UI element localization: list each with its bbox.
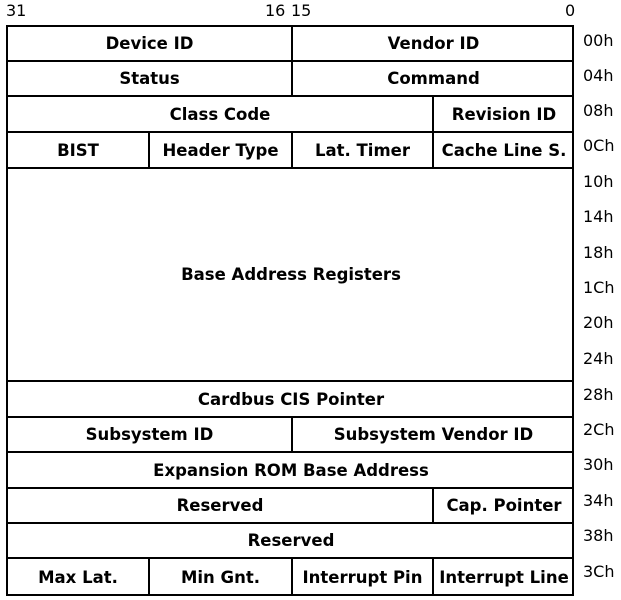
field-min-gnt: Min Gnt. <box>148 557 291 596</box>
field-reserved-38h: Reserved <box>6 522 574 557</box>
offset-label: 18h <box>583 243 614 262</box>
offset-label: 14h <box>583 207 614 226</box>
field-header-type: Header Type <box>148 131 291 167</box>
offset-label: 1Ch <box>583 278 615 297</box>
bit-31-label: 31 <box>6 1 27 20</box>
field-interrupt-line: Interrupt Line <box>432 557 574 596</box>
offset-label: 20h <box>583 313 614 332</box>
offset-label: 38h <box>583 526 614 545</box>
offset-label: 30h <box>583 455 614 474</box>
register-grid: Device ID Vendor ID Status Command Class… <box>6 25 574 596</box>
field-command: Command <box>291 60 574 95</box>
offset-label: 08h <box>583 101 614 120</box>
field-class-code: Class Code <box>6 95 432 131</box>
offset-label: 2Ch <box>583 420 615 439</box>
field-subsystem-id: Subsystem ID <box>6 416 291 451</box>
field-revision-id: Revision ID <box>432 95 574 131</box>
bit-15-label: 15 <box>291 1 312 20</box>
field-cardbus-cis-pointer: Cardbus CIS Pointer <box>6 380 574 416</box>
field-cache-line-size: Cache Line S. <box>432 131 574 167</box>
offset-label: 0Ch <box>583 136 615 155</box>
field-cap-pointer: Cap. Pointer <box>432 487 574 522</box>
field-subsystem-vendor-id: Subsystem Vendor ID <box>291 416 574 451</box>
offset-label: 28h <box>583 385 614 404</box>
offset-label: 3Ch <box>583 562 615 581</box>
field-expansion-rom-base-address: Expansion ROM Base Address <box>6 451 574 487</box>
field-base-address-registers: Base Address Registers <box>6 167 574 380</box>
field-bist: BIST <box>6 131 148 167</box>
field-status: Status <box>6 60 291 95</box>
offset-label: 24h <box>583 349 614 368</box>
offset-label: 34h <box>583 491 614 510</box>
field-device-id: Device ID <box>6 25 291 60</box>
field-vendor-id: Vendor ID <box>291 25 574 60</box>
bit-0-label: 0 <box>565 1 576 20</box>
bit-16-label: 16 <box>265 1 286 20</box>
field-reserved-34h: Reserved <box>6 487 432 522</box>
field-max-lat: Max Lat. <box>6 557 148 596</box>
offset-label: 10h <box>583 172 614 191</box>
offset-label: 00h <box>583 31 614 50</box>
field-interrupt-pin: Interrupt Pin <box>291 557 432 596</box>
offset-label: 04h <box>583 66 614 85</box>
field-lat-timer: Lat. Timer <box>291 131 432 167</box>
